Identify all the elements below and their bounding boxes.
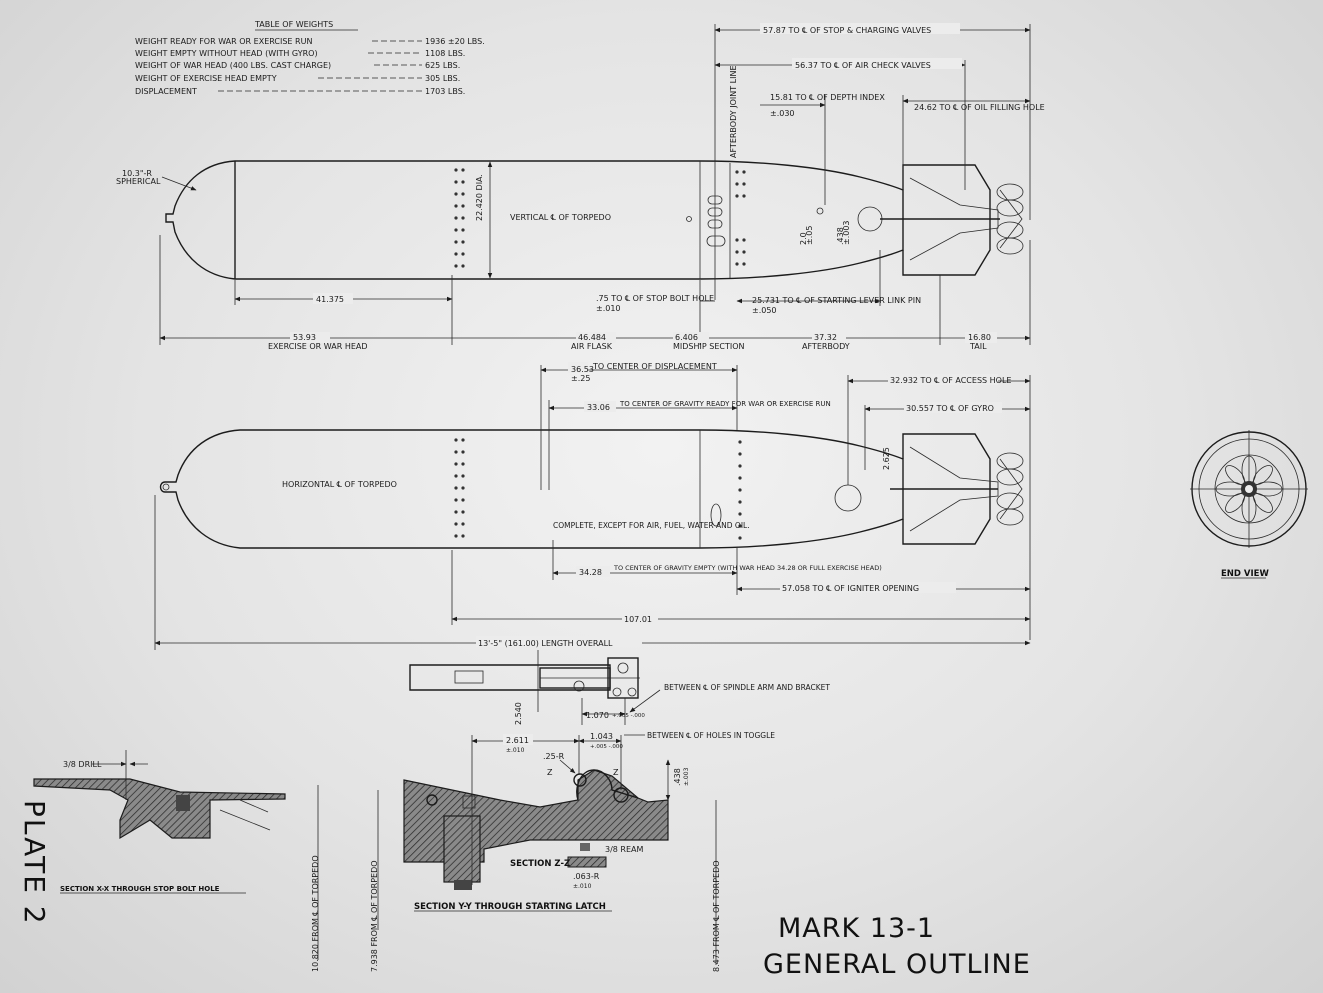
dim-stop-bolt: .75 TO ℄ OF STOP BOLT HOLE: [596, 294, 714, 303]
section-zz-label: SECTION Z-Z: [510, 859, 570, 869]
dim-access-hole: 32.932 TO ℄ OF ACCESS HOLE: [890, 376, 1011, 385]
vert-dim-2: 7.938 FROM ℄ OF TORPEDO: [370, 860, 379, 972]
letter-z: Z: [547, 768, 553, 777]
dim-small-1: 2.0: [799, 232, 808, 245]
weights-row-label: WEIGHT OF EXERCISE HEAD EMPTY: [135, 74, 277, 83]
nose-radius-label: 10.3"-R: [122, 169, 152, 178]
section-value: 16.80: [968, 333, 991, 342]
weights-title: TABLE OF WEIGHTS: [254, 20, 333, 29]
dim-side-small: 2.625: [882, 447, 891, 470]
end-view-label: END VIEW: [1221, 569, 1269, 579]
side-centerline-label: HORIZONTAL ℄ OF TORPEDO: [282, 480, 397, 489]
weights-row-label: WEIGHT OF WAR HEAD (400 LBS. CAST CHARGE…: [135, 61, 331, 70]
dim-oil-filling: 24.62 TO ℄ OF OIL FILLING HOLE: [914, 103, 1045, 112]
ream-note: 3/8 REAM: [605, 845, 644, 854]
dim-toggle-a-tol: ±.010: [506, 747, 525, 754]
title-line-2: GENERAL OUTLINE: [763, 949, 1031, 980]
diameter-label: 22.420 DIA.: [475, 174, 484, 221]
dim-spindle-vert: 2.540: [514, 702, 523, 725]
dim-toggle-a: 2.611: [506, 736, 529, 745]
dim-gravity-empty-label: TO CENTER OF GRAVITY EMPTY (WITH WAR HEA…: [613, 564, 882, 572]
weights-row-label: WEIGHT EMPTY WITHOUT HEAD (WITH GYRO): [135, 49, 318, 58]
section-yy-label: SECTION Y-Y THROUGH STARTING LATCH: [414, 902, 606, 912]
spindle-note: BETWEEN ℄ OF SPINDLE ARM AND BRACKET: [664, 683, 830, 692]
weights-row-value: 305 LBS.: [425, 74, 460, 83]
dim-small-2-tol: ±.003: [842, 220, 851, 245]
dim-107: 107.01: [624, 615, 652, 624]
toggle-note: BETWEEN ℄ OF HOLES IN TOGGLE: [647, 731, 775, 740]
dim-438-tol: ±.003: [683, 767, 690, 786]
radius-063: .063-R: [573, 872, 600, 881]
section-label: TAIL: [969, 342, 987, 351]
table-of-weights: TABLE OF WEIGHTS WEIGHT READY FOR WAR OR…: [135, 20, 485, 96]
section-value: 53.93: [293, 333, 316, 342]
dim-gravity-empty-value: 34.28: [579, 568, 602, 577]
section-value: 6.406: [675, 333, 698, 342]
dim-displacement-label: TO CENTER OF DISPLACEMENT: [592, 362, 717, 371]
weights-row-label: DISPLACEMENT: [135, 87, 197, 96]
section-value: 46.484: [578, 333, 606, 342]
dim-displacement-value: 36.53: [571, 365, 594, 374]
weights-row-value: 625 LBS.: [425, 61, 460, 70]
end-view: END VIEW: [1190, 430, 1308, 579]
dim-displacement-tol: ±.25: [571, 374, 590, 383]
torpedo-side-view: HORIZONTAL ℄ OF TORPEDO 2.625 36.53 ±.25…: [154, 362, 1031, 650]
dim-air-check: 56.37 TO ℄ OF AIR CHECK VALVES: [795, 61, 931, 70]
section-xx-label: SECTION X-X THROUGH STOP BOLT HOLE: [60, 885, 220, 893]
radius-25: .25-R: [543, 752, 565, 761]
section-label: AFTERBODY: [802, 342, 850, 351]
title-line-1: MARK 13-1: [778, 913, 935, 944]
section-lengths: 53.93 EXERCISE OR WAR HEAD 46.484 AIR FL…: [159, 235, 1031, 351]
dim-starting-lever: 25.731 TO ℄ OF STARTING LEVER LINK PIN: [752, 296, 921, 305]
dim-spindle: 1.070: [586, 711, 609, 720]
dim-small-1-tol: ±.05: [805, 226, 814, 245]
nose-radius-note: SPHERICAL: [116, 177, 161, 186]
weights-row-value: 1108 LBS.: [425, 49, 465, 58]
dim-depth-index: 15.81 TO ℄ OF DEPTH INDEX: [770, 93, 885, 102]
top-centerline-label: VERTICAL ℄ OF TORPEDO: [510, 213, 611, 222]
dim-438: .438: [673, 768, 682, 786]
section-xx: 3/8 DRILL SECTION X-X THROUGH STOP BOLT …: [33, 750, 319, 960]
dim-starting-lever-tol: ±.050: [752, 306, 777, 315]
dim-spindle-tol: +.005 -.000: [612, 713, 645, 719]
torpedo-top-view: VERTICAL ℄ OF TORPEDO 22.420 DIA. 10.3"-…: [116, 23, 1045, 345]
dim-gravity-ready-label: TO CENTER OF GRAVITY READY FOR WAR OR EX…: [619, 400, 831, 408]
section-label: EXERCISE OR WAR HEAD: [268, 342, 368, 351]
radius-063-tol: ±.010: [573, 883, 592, 890]
dim-toggle-b: 1.043: [590, 732, 613, 741]
letter-z: Z: [613, 768, 619, 777]
dim-igniter: 57.058 TO ℄ OF IGNITER OPENING: [782, 584, 919, 593]
length-overall: 13'-5" (161.00) LENGTH OVERALL: [478, 639, 613, 648]
afterbody-joint-label: AFTERBODY JOINT LINE: [729, 65, 738, 158]
section-yy: 2.611 ±.010 1.043 +.005 -.000 BETWEEN ℄ …: [377, 731, 775, 965]
dim-gyro: 30.557 TO ℄ OF GYRO: [906, 404, 994, 413]
plate-label: PLATE 2: [18, 800, 51, 926]
dim-toggle-b-tol: +.005 -.000: [590, 744, 623, 750]
weights-row-value: 1703 LBS.: [425, 87, 465, 96]
vert-dim-3: 8.473 FROM ℄ OF TORPEDO: [712, 860, 721, 972]
weights-row-label: WEIGHT READY FOR WAR OR EXERCISE RUN: [135, 37, 312, 46]
dim-stop-charging: 57.87 TO ℄ OF STOP & CHARGING VALVES: [763, 26, 931, 35]
weights-row-value: 1936 ±20 LBS.: [425, 37, 485, 46]
dim-gravity-ready-value: 33.06: [587, 403, 610, 412]
section-value: 37.32: [814, 333, 837, 342]
vert-dim-1: 10.820 FROM ℄ OF TORPEDO: [311, 855, 320, 972]
spindle-detail: 1.070 +.005 -.000 2.540 BETWEEN ℄ OF SPI…: [409, 650, 830, 725]
dim-head-offset: 41.375: [316, 295, 344, 304]
dim-small-2: .438: [836, 227, 845, 245]
dim-stop-bolt-tol: ±.010: [596, 304, 621, 313]
section-label: AIR FLASK: [571, 342, 613, 351]
drill-note: 3/8 DRILL: [63, 760, 102, 769]
complete-note: COMPLETE, EXCEPT FOR AIR, FUEL, WATER AN…: [553, 521, 750, 530]
dim-depth-index-tol: ±.030: [770, 109, 795, 118]
section-label: MIDSHIP SECTION: [673, 342, 745, 351]
